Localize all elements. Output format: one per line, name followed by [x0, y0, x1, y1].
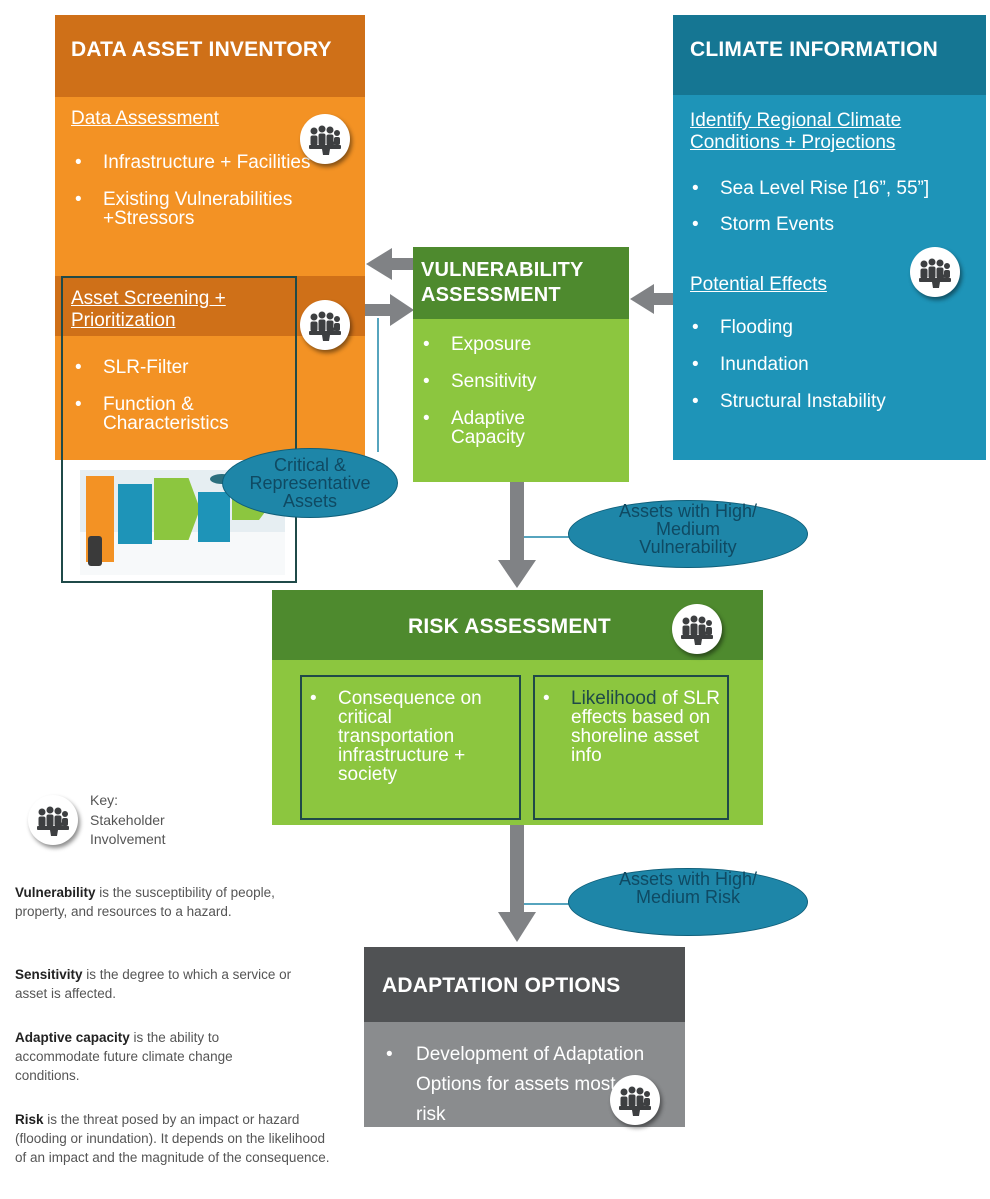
climate-information-header	[673, 15, 986, 95]
likelihood-rest: of SLR effects based on shoreline asset …	[571, 688, 720, 766]
list-item: Consequence on critical transportation i…	[308, 689, 498, 784]
asset-screening-outline	[61, 276, 297, 583]
definition-adaptive-capacity: Adaptive capacity is the ability to acco…	[15, 1028, 300, 1085]
data-asset-inventory-title: DATA ASSET INVENTORY	[71, 38, 332, 61]
risk-output-ellipse: Assets with High/ Medium Risk	[568, 868, 808, 936]
list-item: Inundation	[690, 355, 980, 374]
definition-text: is the threat posed by an impact or haza…	[15, 1112, 330, 1165]
list-item: Infrastructure + Facilities	[73, 153, 343, 172]
definition-term: Risk	[15, 1112, 44, 1127]
vulnerability-assessment-header	[413, 247, 629, 319]
list-item: Function & Characteristics	[73, 395, 293, 433]
arrow-climate-to-vuln	[630, 284, 676, 314]
list-item: Exposure	[421, 335, 621, 354]
definition-term: Sensitivity	[15, 967, 83, 982]
adaptation-options-header	[364, 947, 685, 1022]
likelihood-word: Likelihood	[571, 688, 657, 709]
list-item: Structural Instability	[690, 392, 980, 411]
regional-climate-label: Identify Regional Climate Conditions + P…	[690, 110, 902, 153]
risk-assessment-title: RISK ASSESSMENT	[408, 615, 611, 638]
asset-screening-label: Asset Screening + Prioritization	[71, 288, 226, 331]
stakeholder-group-icon	[28, 795, 78, 845]
list-item: Sensitivity	[421, 372, 621, 391]
arrow-vuln-to-risk	[498, 482, 536, 588]
vulnerability-assessment-list: Exposure Sensitivity Adaptive Capacity	[421, 335, 621, 447]
arrow-screening-to-vuln	[365, 294, 414, 326]
data-assessment-list: Infrastructure + Facilities Existing Vul…	[73, 153, 343, 228]
list-item: Likelihood of SLR effects based on shore…	[541, 689, 721, 765]
definition-sensitivity: Sensitivity is the degree to which a ser…	[15, 965, 305, 1003]
critical-assets-ellipse: Critical & Representative Assets	[222, 448, 398, 518]
consequence-box	[300, 675, 521, 820]
definition-text: is the degree to which a service or asse…	[15, 967, 292, 1001]
stakeholder-group-icon	[610, 1075, 660, 1125]
data-asset-inventory-header	[55, 15, 365, 97]
adaptation-options-title: ADAPTATION OPTIONS	[382, 974, 621, 997]
likelihood-list: Likelihood of SLR effects based on shore…	[541, 689, 726, 765]
definition-vulnerability: Vulnerability is the susceptibility of p…	[15, 883, 315, 921]
risk-output-label: Assets with High/ Medium Risk	[618, 869, 758, 907]
list-item: Flooding	[690, 318, 980, 337]
definition-risk: Risk is the threat posed by an impact or…	[15, 1110, 335, 1167]
stakeholder-group-icon	[300, 114, 350, 164]
stakeholder-group-icon	[910, 247, 960, 297]
definition-term: Adaptive capacity	[15, 1030, 130, 1045]
potential-effects-list: Flooding Inundation Structural Instabili…	[690, 318, 980, 411]
list-item: Existing Vulnerabilities +Stressors	[73, 190, 343, 228]
stakeholder-group-icon	[300, 300, 350, 350]
definition-term: Vulnerability	[15, 885, 96, 900]
list-item: Adaptive Capacity	[421, 409, 561, 447]
workflow-thumbnail-image	[80, 470, 285, 575]
key-meaning: Stakeholder Involvement	[90, 812, 166, 847]
potential-effects-label: Potential Effects	[690, 274, 827, 295]
consequence-list: Consequence on critical transportation i…	[308, 689, 513, 784]
likelihood-box	[533, 675, 729, 820]
climate-information-title: CLIMATE INFORMATION	[690, 38, 938, 61]
stakeholder-group-icon	[672, 604, 722, 654]
vulnerability-output-ellipse: Assets with High/ Medium Vulnerability	[568, 500, 808, 568]
vulnerability-output-label: Assets with High/ Medium Vulnerability	[618, 501, 758, 557]
list-item: Development of Adaptation Options for as…	[384, 1040, 656, 1130]
list-item: Storm Events	[690, 215, 980, 234]
definition-text: is the ability to accommodate future cli…	[15, 1030, 233, 1083]
critical-assets-label: Critical & Representative Assets	[249, 455, 371, 511]
arrow-vuln-to-inventory	[366, 248, 417, 280]
arrow-risk-to-adaptation	[498, 825, 536, 942]
definition-text: is the susceptibility of people, propert…	[15, 885, 275, 919]
regional-climate-list: Sea Level Rise [16”, 55”] Storm Events	[690, 179, 980, 234]
vulnerability-assessment-title: VULNERABILITY ASSESSMENT	[421, 259, 584, 306]
data-assessment-label: Data Assessment	[71, 108, 219, 129]
asset-screening-list: SLR-Filter Function & Characteristics	[73, 358, 293, 433]
list-item: SLR-Filter	[73, 358, 293, 377]
adaptation-options-list: Development of Adaptation Options for as…	[384, 1040, 654, 1130]
list-item: Sea Level Rise [16”, 55”]	[690, 179, 980, 198]
key-label: Key:	[90, 792, 119, 808]
